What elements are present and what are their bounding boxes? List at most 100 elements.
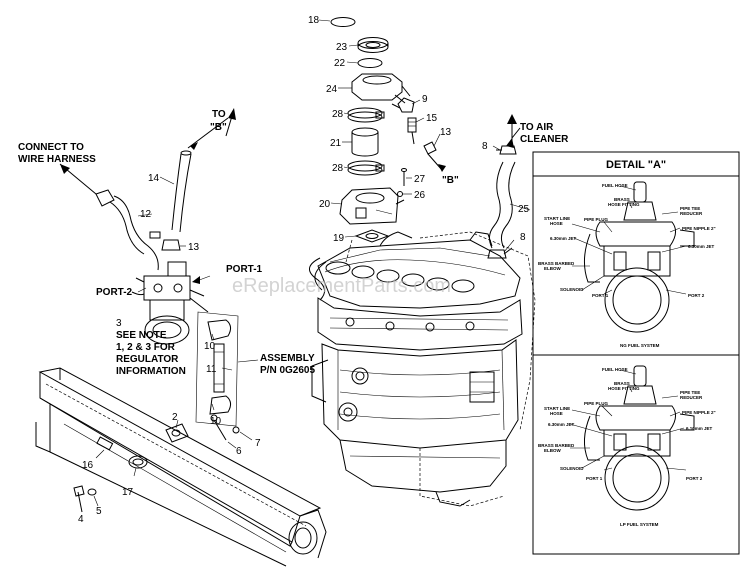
callout-17: 17 xyxy=(122,487,134,498)
callout-numbers: 18 23 22 24 28 21 28 20 19 9 15 13 27 26… xyxy=(78,15,530,525)
part-6-bolt xyxy=(210,414,237,449)
part-26-washer xyxy=(397,191,403,197)
to-air-cleaner-arrow xyxy=(507,114,517,142)
callout-6: 6 xyxy=(236,446,242,457)
lp-pipe-plug: PIPE PLUG xyxy=(584,401,609,406)
lp-fuel-system-drawing xyxy=(569,365,695,511)
callout-3: 3 xyxy=(116,318,122,329)
part-5-washer xyxy=(87,488,99,507)
to-b-label-line2: "B" xyxy=(210,122,227,133)
detail-a-panel xyxy=(532,151,740,555)
lp-port-2: PORT 2 xyxy=(686,476,703,481)
part-13-clamp-upper xyxy=(423,141,446,172)
port-1-label: PORT-1 xyxy=(226,264,263,275)
ng-pipe-tee-line2: REDUCER xyxy=(680,211,703,216)
part-9-fitting xyxy=(391,97,415,113)
ng-port-1: PORT 1 xyxy=(592,293,609,298)
ng-solenoid: SOLENOID xyxy=(560,287,584,292)
part-24-adapter xyxy=(351,73,411,104)
ng-pipe-plug: PIPE PLUG xyxy=(584,217,609,222)
callout-7: 7 xyxy=(255,438,261,449)
part-13-clamp-lower xyxy=(161,239,186,251)
lp-start-line2: HOSE xyxy=(550,411,563,416)
stack-leaders xyxy=(318,19,441,238)
part-20-throttle-body xyxy=(339,187,405,225)
connect-label-line2: WIRE HARNESS xyxy=(18,154,96,165)
callout-2: 2 xyxy=(172,412,178,423)
lp-jet-right: 6.10mm JET xyxy=(686,426,713,431)
ng-system-label: NG FUEL SYSTEM xyxy=(620,343,660,348)
callout-25: 25 xyxy=(518,204,530,215)
ng-jet-left: 6.30mm JET xyxy=(550,236,577,241)
note-label-line3: REGULATOR xyxy=(116,354,179,365)
engine-block xyxy=(309,231,536,507)
ng-pipe-tee-line1: PIPE TEE xyxy=(680,206,700,211)
port-2-label: PORT-2 xyxy=(96,287,133,298)
frame-rail xyxy=(35,367,327,567)
part-4-bolt xyxy=(73,485,85,513)
caption-labels: TO "B" "B" CONNECT TO WIRE HARNESS TO AI… xyxy=(18,109,569,377)
assembly-0g2605 xyxy=(195,311,259,427)
callout-5: 5 xyxy=(96,506,102,517)
to-b-arrow xyxy=(225,108,236,137)
ng-start-line1: START LINE xyxy=(544,216,570,221)
lp-pipe-tee-line2: REDUCER xyxy=(680,395,703,400)
lp-barbed-line2: ELBOW xyxy=(544,448,562,453)
part-25-hose xyxy=(488,161,516,249)
callout-8-upper: 8 xyxy=(482,141,488,152)
part-2-bracket xyxy=(165,419,189,443)
lp-system-label: LP FUEL SYSTEM xyxy=(620,522,659,527)
callout-12: 12 xyxy=(140,209,152,220)
callout-11: 11 xyxy=(206,364,217,375)
ng-brass-line1: BRASS xyxy=(614,197,630,202)
ng-barbed-line1: BRASS BARBED xyxy=(538,261,575,266)
part-15-fitting xyxy=(407,117,417,145)
lp-jet-left: 6.30mm JET xyxy=(548,422,575,427)
ng-jet-right: 6.30mm JET xyxy=(688,244,715,249)
part-28-clamp-lower xyxy=(347,160,385,176)
callout-14: 14 xyxy=(148,173,160,184)
part-27-screw xyxy=(401,168,407,186)
ng-port-2: PORT 2 xyxy=(688,293,705,298)
callout-28-lower: 28 xyxy=(332,163,344,174)
air-cleaner-label-line2: CLEANER xyxy=(520,134,569,145)
lp-barbed-line1: BRASS BARBED xyxy=(538,443,575,448)
assembly-label-line1: ASSEMBLY xyxy=(260,353,315,364)
watermark: eReplacementParts.com xyxy=(232,275,451,297)
lp-solenoid: SOLENOID xyxy=(560,466,584,471)
note-label-line4: INFORMATION xyxy=(116,366,186,377)
callout-24: 24 xyxy=(326,84,338,95)
b-marker-label: "B" xyxy=(442,175,459,186)
callout-8-lower: 8 xyxy=(520,232,526,243)
air-cleaner-label-line1: TO AIR xyxy=(520,122,554,133)
part-7-nut xyxy=(232,426,253,441)
lp-fuel-hose: FUEL HOSE xyxy=(602,367,628,372)
ng-fuel-hose: FUEL HOSE xyxy=(602,183,628,188)
lp-pipe-tee-line1: PIPE TEE xyxy=(680,390,700,395)
ng-pipe-nipple: PIPE NIPPLE 2" xyxy=(682,226,716,231)
fuel-mixer-stack xyxy=(330,17,446,243)
callout-26: 26 xyxy=(414,190,426,201)
part-19-gasket xyxy=(354,229,390,243)
callout-10-upper: 10 xyxy=(204,341,216,352)
callout-27: 27 xyxy=(414,174,426,185)
ng-start-line2: HOSE xyxy=(550,221,563,226)
callout-22: 22 xyxy=(334,58,346,69)
callout-13-lower: 13 xyxy=(188,242,200,253)
lp-port-1: PORT 1 xyxy=(586,476,603,481)
ng-fuel-system-drawing xyxy=(571,181,695,333)
lp-start-line1: START LINE xyxy=(544,406,570,411)
part-21-sleeve xyxy=(351,127,379,157)
callout-9: 9 xyxy=(422,94,428,105)
note-label-line2: 1, 2 & 3 FOR xyxy=(116,342,176,353)
assembly-label-line2: P/N 0G2605 xyxy=(260,365,315,376)
callout-19: 19 xyxy=(333,233,345,244)
part-8-clamp-lower xyxy=(487,247,513,259)
callout-21: 21 xyxy=(330,138,342,149)
callout-13-upper: 13 xyxy=(440,127,452,138)
part-23-ring xyxy=(357,37,389,53)
callout-23: 23 xyxy=(336,42,348,53)
ng-barbed-line2: ELBOW xyxy=(544,266,562,271)
connect-label-line1: CONNECT TO xyxy=(18,142,84,153)
